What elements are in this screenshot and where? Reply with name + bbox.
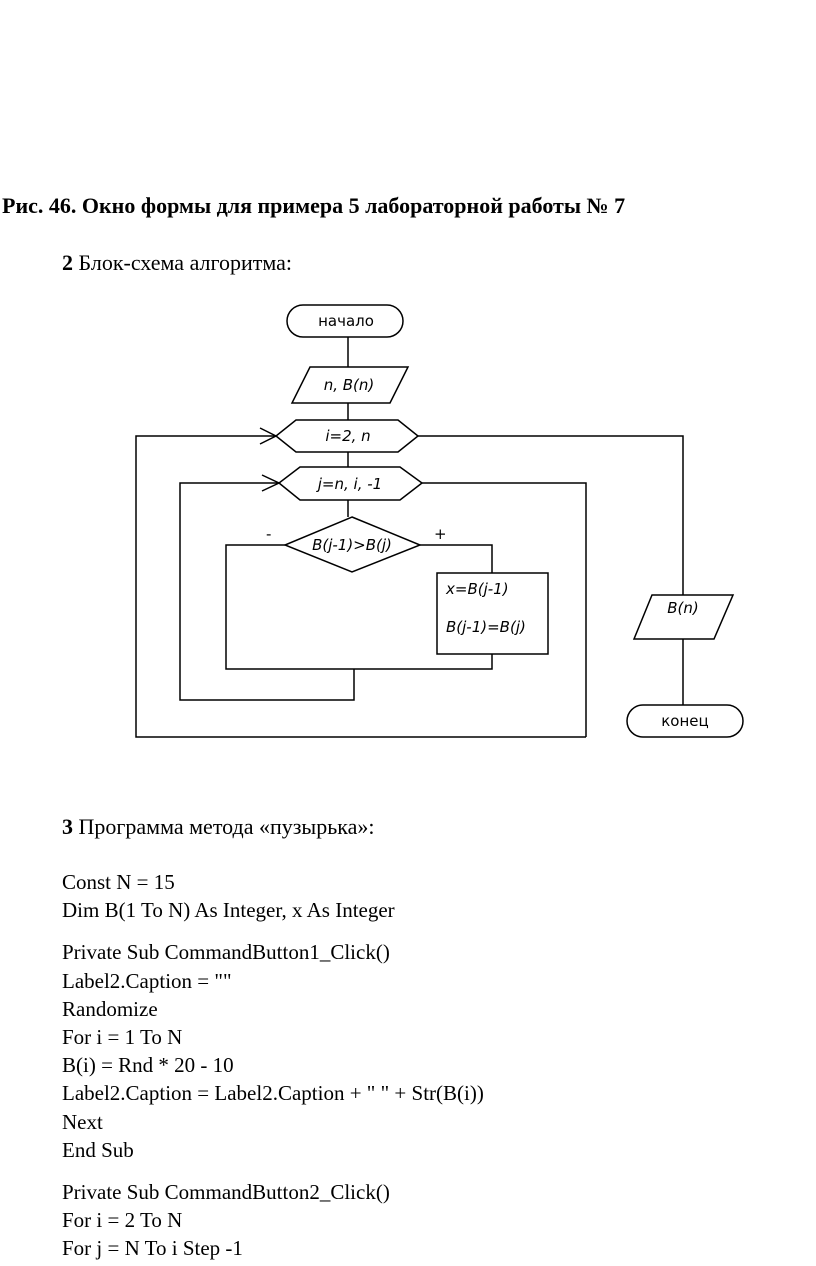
output-label: B(n) xyxy=(667,599,699,617)
input-parallelogram xyxy=(290,366,410,404)
output-parallelogram xyxy=(632,594,735,640)
section-2-number: 2 xyxy=(62,250,73,275)
section-2-text: Блок-схема алгоритма: xyxy=(73,250,293,275)
code-line: Label2.Caption = Label2.Caption + " " + … xyxy=(62,1081,484,1106)
code-line: Next xyxy=(62,1109,103,1134)
code-listing: Const N = 15 Dim B(1 To N) As Integer, x… xyxy=(62,868,484,1262)
code-line: For i = 2 To N xyxy=(62,1208,183,1233)
section-2-heading: 2 Блок-схема алгоритма: xyxy=(62,250,292,276)
end-terminal xyxy=(626,704,744,738)
code-line: End Sub xyxy=(62,1137,134,1162)
process-line-1: x=B(j-1) xyxy=(445,580,509,598)
outer-loop-label: i=2, n xyxy=(325,427,370,445)
section-3-number: 3 xyxy=(62,814,73,839)
code-line: Private Sub CommandButton2_Click() xyxy=(62,1179,390,1204)
code-line: Dim B(1 To N) As Integer, x As Integer xyxy=(62,898,395,923)
condition-label: B(j-1)>B(j) xyxy=(312,536,392,554)
code-line: Randomize xyxy=(62,996,158,1021)
start-label: начало xyxy=(318,312,374,330)
end-label: конец xyxy=(661,712,708,730)
condition-diamond xyxy=(283,516,423,573)
inner-loop-label: j=n, i, -1 xyxy=(316,475,382,493)
code-line: B(i) = Rnd * 20 - 10 xyxy=(62,1053,234,1078)
code-line: For i = 1 To N xyxy=(62,1024,183,1049)
no-branch-label: - xyxy=(266,525,271,543)
figure-caption: Рис. 46. Окно формы для примера 5 лабора… xyxy=(2,193,626,218)
code-line: Const N = 15 xyxy=(62,870,175,894)
section-3-text: Программа метода «пузырька»: xyxy=(73,814,375,839)
input-label: n, B(n) xyxy=(324,376,375,394)
start-terminal xyxy=(286,304,404,338)
process-line-2: B(j-1)=B(j) xyxy=(446,618,526,636)
code-line: For j = N To i Step -1 xyxy=(62,1236,243,1261)
flowchart: начало n, B(n) i=2, n j=n, i, -1 B(j-1)>… xyxy=(135,304,744,738)
process-block xyxy=(436,572,549,655)
code-line: Label2.Caption = "" xyxy=(62,968,232,993)
code-line: Private Sub CommandButton1_Click() xyxy=(62,940,390,965)
section-3-heading: 3 Программа метода «пузырька»: xyxy=(62,814,374,840)
yes-branch-label: + xyxy=(434,525,447,543)
